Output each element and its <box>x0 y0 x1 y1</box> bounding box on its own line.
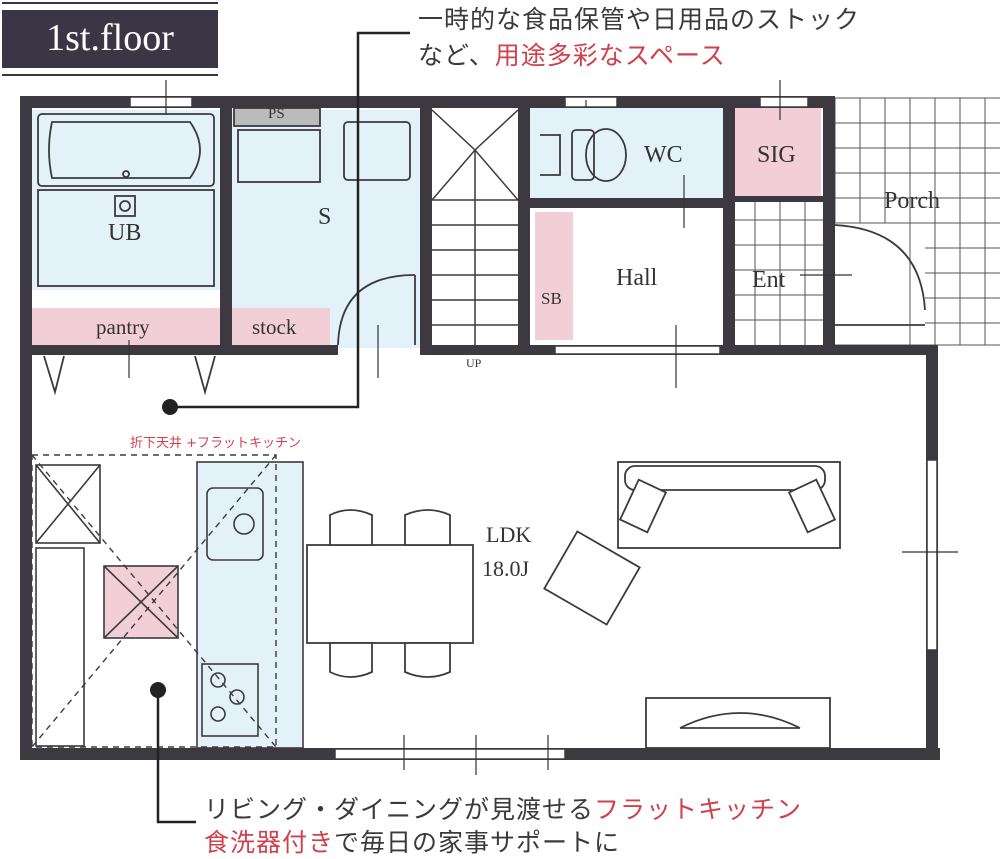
label-ldk: LDK <box>486 522 532 547</box>
wall-mid-left <box>20 345 338 355</box>
stairs <box>431 109 519 354</box>
note-bottom-line2: 食洗器付きで毎日の家事サポートに <box>204 823 620 859</box>
lowered-ceiling <box>31 454 277 748</box>
wc-fill <box>530 108 724 200</box>
outlet-marks <box>128 80 958 775</box>
sig-fill <box>733 108 821 196</box>
note-top-line2-plain: など、 <box>418 41 495 70</box>
note-top-line2-highlight: 用途多彩なスペース <box>494 41 726 70</box>
wall-stair <box>518 96 530 355</box>
leader-dot-top <box>162 399 178 415</box>
label-sb: SB <box>541 289 562 308</box>
label-kitchen-note: 折下天井 +フラットキッチン <box>130 436 302 451</box>
dining-set <box>306 509 474 678</box>
label-stock: stock <box>252 315 297 339</box>
pantry-fill <box>32 308 220 346</box>
label-up: UP <box>466 356 482 370</box>
wall-sig <box>733 196 823 202</box>
note-top-line1: 一時的な食品保管や日用品のストック <box>418 5 861 34</box>
wall-s <box>420 96 432 355</box>
label-ub: UB <box>108 220 142 246</box>
label-ent: Ent <box>752 267 786 293</box>
kitchen <box>35 461 304 749</box>
sofa <box>543 461 841 626</box>
label-ldk-size: 18.0J <box>482 556 530 581</box>
label-sig: SIG <box>757 142 796 168</box>
floor-title-box: 1st.floor <box>2 2 218 76</box>
washstand <box>233 107 411 183</box>
note-bottom-line2-plain: で毎日の家事サポートに <box>334 828 621 857</box>
leader-dot-bottom <box>150 682 166 698</box>
tv-board <box>645 697 831 749</box>
note-top-line2: など、用途多彩なスペース <box>418 36 726 72</box>
wall-ub <box>220 96 232 355</box>
wall-left <box>20 96 32 760</box>
floor-title: 1st.floor <box>46 17 174 59</box>
kitchen-fill <box>197 462 303 750</box>
label-hall: Hall <box>616 265 658 291</box>
pantry-doors <box>43 355 216 396</box>
sb-fill <box>535 212 573 340</box>
wall-porch <box>823 96 835 345</box>
ub-fill <box>32 110 220 290</box>
label-s: S <box>318 204 332 230</box>
ent-tiles <box>735 200 828 345</box>
windows <box>129 96 938 760</box>
label-ps: PS <box>268 106 285 122</box>
bathtub <box>37 113 215 287</box>
note-bottom-line1: リビング・ダイニングが見渡せるフラットキッチン <box>204 790 802 826</box>
note-bottom-line2-highlight: 食洗器付き <box>204 828 335 857</box>
porch-tiles <box>834 97 1000 346</box>
note-bottom-line1-highlight: フラットキッチン <box>594 795 803 824</box>
leader-lines <box>156 31 410 824</box>
toilet <box>540 128 627 182</box>
label-porch: Porch <box>884 188 940 214</box>
stock-fill <box>232 308 330 346</box>
label-pantry: pantry <box>96 315 150 339</box>
wall-hall <box>723 96 735 355</box>
note-bottom-line1-plain: リビング・ダイニングが見渡せる <box>204 795 595 824</box>
label-wc: WC <box>644 142 683 168</box>
wall-wc <box>530 198 730 208</box>
room-fills <box>32 108 821 750</box>
